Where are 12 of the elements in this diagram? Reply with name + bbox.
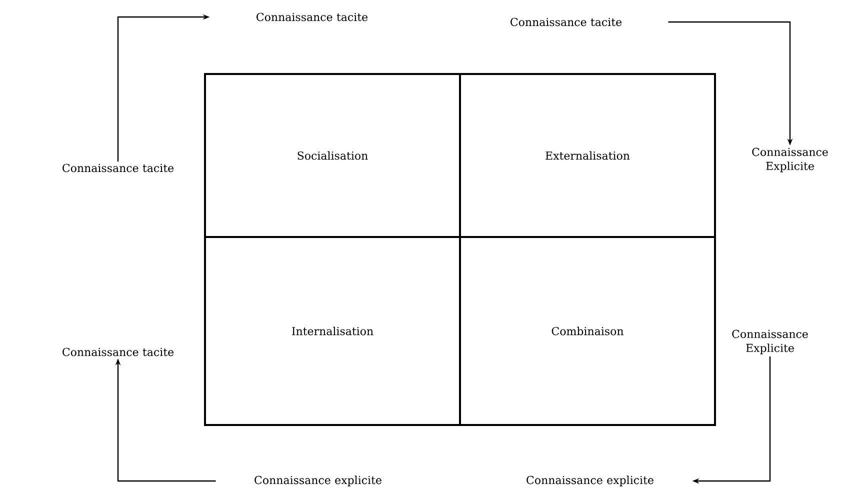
knowledge-label: Connaissance tacite bbox=[510, 18, 622, 26]
quadrant-cell: Externalisation bbox=[459, 73, 716, 238]
knowledge-label: Connaissance Explicite bbox=[752, 148, 828, 172]
knowledge-label: Connaissance tacite bbox=[62, 164, 174, 172]
knowledge-label: Connaissance tacite bbox=[256, 12, 368, 22]
knowledge-label: Connaissance tacite bbox=[62, 348, 174, 356]
knowledge-label: Connaissance explicite bbox=[526, 476, 654, 486]
quadrant-cell: Combinaison bbox=[459, 236, 716, 426]
quadrant-cell: Socialisation bbox=[204, 73, 461, 238]
knowledge-label: Connaissance Explicite bbox=[732, 330, 808, 354]
knowledge-label: Connaissance explicite bbox=[254, 476, 382, 486]
quadrant-cell: Internalisation bbox=[204, 236, 461, 426]
